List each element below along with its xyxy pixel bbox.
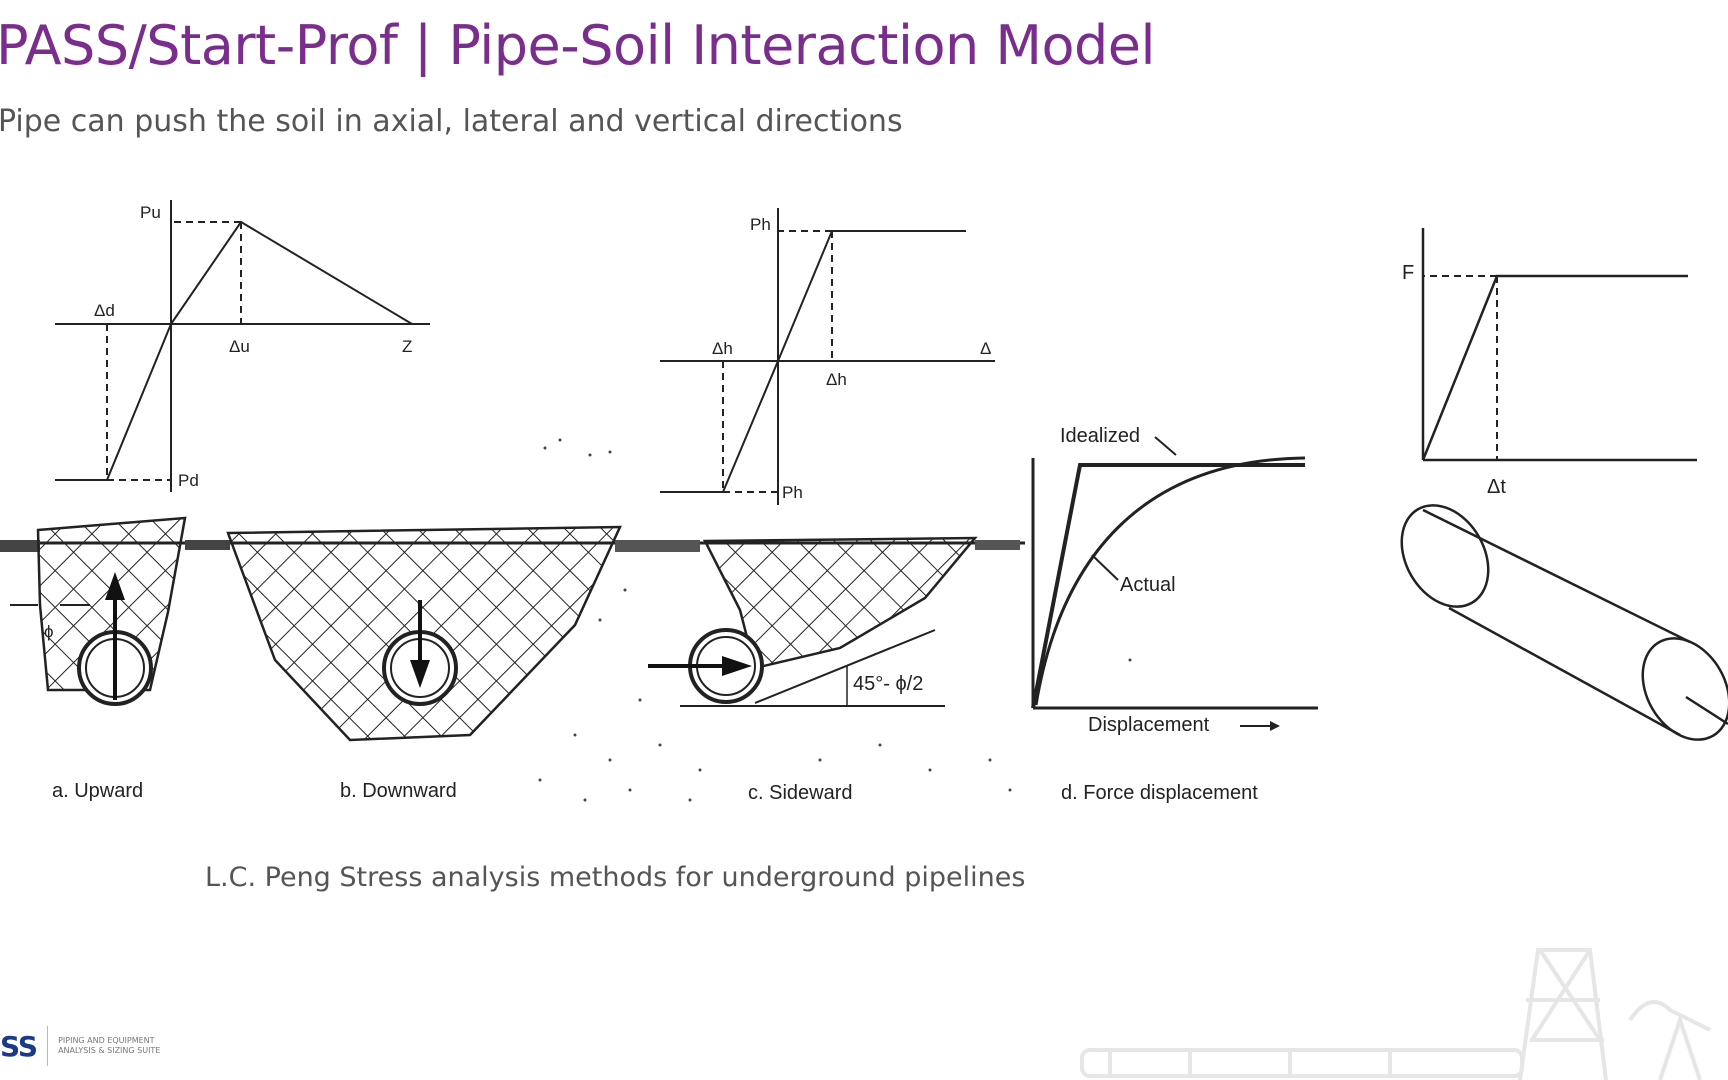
label-force-displacement: d. Force displacement	[1061, 782, 1258, 804]
pd-label: Pd	[178, 471, 199, 490]
logo-tagline-1: PIPING AND EQUIPMENT	[58, 1036, 155, 1045]
figure-caption: L.C. Peng Stress analysis methods for un…	[205, 862, 1026, 893]
oil-rig-watermark-icon	[1080, 948, 1711, 1080]
idealized-label: Idealized	[1060, 425, 1140, 447]
sideward-force-graph	[660, 208, 995, 505]
phi-label: ϕ	[44, 622, 54, 641]
soil-section: ϕ	[0, 438, 1132, 802]
label-upward: a. Upward	[52, 780, 143, 802]
force-displacement-graph	[1031, 456, 1318, 710]
label-sideward: c. Sideward	[748, 782, 853, 804]
label-downward: b. Downward	[340, 780, 457, 802]
pipe-soil-figure: Pu Δd Δu Z Pd Ph Δh Δ Δh Ph F Δt	[0, 200, 1728, 804]
actual-label: Actual	[1120, 574, 1176, 596]
delta-h-left-label: Δh	[712, 339, 733, 358]
slide-title: PASS/Start-Prof | Pipe-Soil Interaction …	[0, 14, 1156, 77]
logo-mark: SS	[0, 1029, 38, 1063]
delta-d-label: Δd	[94, 301, 115, 320]
ph-top-label: Ph	[750, 215, 771, 234]
logo-divider	[47, 1026, 49, 1066]
delta-t-label: Δt	[1487, 476, 1506, 498]
axial-force-graph	[1421, 228, 1697, 462]
f-label: F	[1402, 262, 1414, 284]
actual-pointer	[1091, 554, 1119, 581]
displacement-label: Displacement	[1088, 714, 1210, 736]
slide-subtitle: Pipe can push the soil in axial, lateral…	[0, 104, 903, 139]
logo-tagline-2: ANALYSIS & SIZING SUITE	[58, 1046, 161, 1055]
displacement-arrowhead	[1270, 721, 1280, 731]
angle-label: 45°- ϕ/2	[853, 673, 923, 695]
z-label: Z	[402, 337, 412, 356]
delta-h-right-label: Δh	[826, 370, 847, 389]
pass-logo: SS PIPING AND EQUIPMENT ANALYSIS & SIZIN…	[0, 1026, 188, 1066]
delta-label: Δ	[980, 339, 991, 358]
pipe-cylinder	[1400, 504, 1728, 741]
idealized-pointer	[1154, 436, 1177, 456]
delta-u-label: Δu	[229, 337, 250, 356]
ph-bottom-label: Ph	[782, 483, 803, 502]
upward-force-graph	[55, 200, 430, 492]
pu-label: Pu	[140, 203, 161, 222]
logo-tagline: PIPING AND EQUIPMENT ANALYSIS & SIZING S…	[58, 1036, 188, 1056]
